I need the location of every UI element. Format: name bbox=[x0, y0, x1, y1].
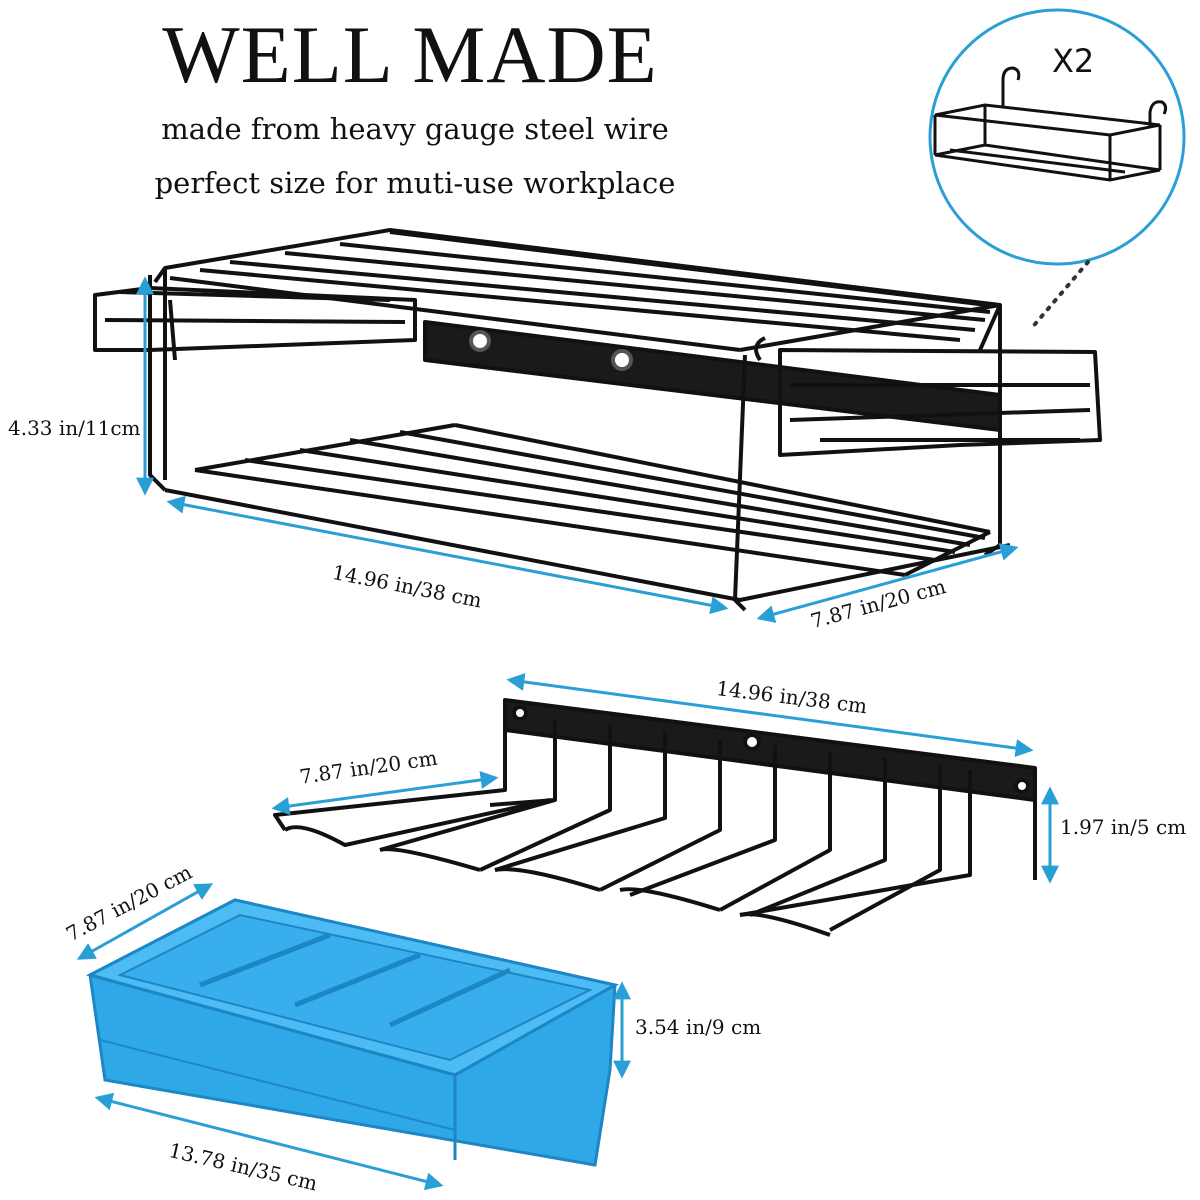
subtitle-line-2: perfect size for muti-use workplace bbox=[154, 166, 676, 200]
quantity-label: X2 bbox=[1052, 42, 1095, 80]
rack-height-label: 1.97 in/5 cm bbox=[1060, 815, 1187, 839]
subtitle-line-1: made from heavy gauge steel wire bbox=[161, 112, 669, 146]
rack-length-line bbox=[506, 673, 1034, 757]
headline: WELL MADE bbox=[162, 9, 658, 100]
bin-depth-line bbox=[76, 883, 214, 960]
bin-length-line bbox=[94, 1092, 444, 1191]
hook-basket-callout bbox=[928, 8, 1186, 332]
wire-shelf bbox=[93, 228, 1102, 612]
shelf-depth-line bbox=[756, 543, 1019, 623]
rack-depth-line bbox=[271, 771, 499, 815]
shelf-length-line bbox=[166, 495, 729, 615]
shelf-height-label: 4.33 in/11cm bbox=[8, 416, 141, 440]
bin-height-label: 3.54 in/9 cm bbox=[635, 1015, 762, 1039]
storage-bin bbox=[85, 898, 620, 1167]
hook-basket-icon bbox=[933, 66, 1168, 182]
